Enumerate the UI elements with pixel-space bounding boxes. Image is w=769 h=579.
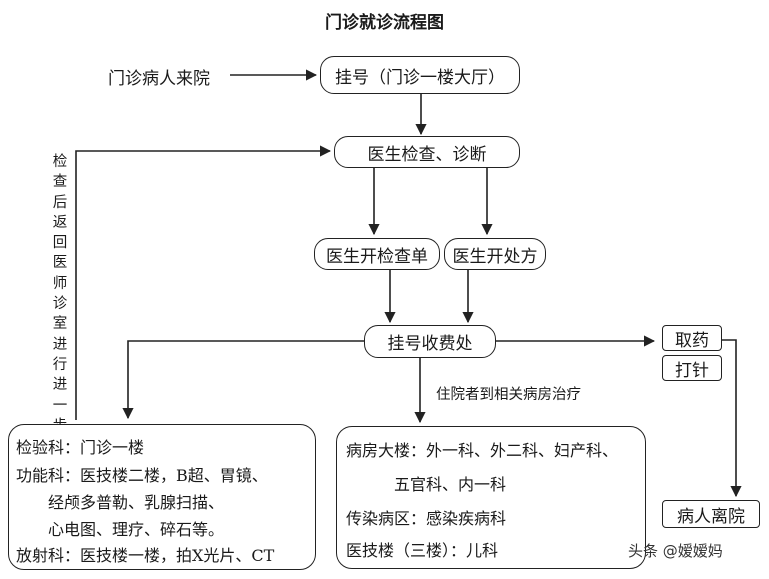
node-exam: 医生检查、诊断 xyxy=(334,136,520,168)
arrow-return-to-exam xyxy=(75,145,332,420)
dept-ward-building: 病房大楼：外一科、外二科、妇产科、 xyxy=(346,441,619,460)
dept-ward-building-cont: 五官科、内一科 xyxy=(394,475,507,494)
dept-radiology: 放射科：医技楼一楼，拍X光片、CT xyxy=(16,546,275,565)
return-note: 检查后返回医师诊室进行进一步诊断 xyxy=(52,154,68,474)
arrow-payment-to-lab xyxy=(122,340,365,420)
dept-function: 功能科：医技楼二楼，B超、胃镜、 xyxy=(16,466,268,485)
page-title: 门诊就诊流程图 xyxy=(325,13,444,33)
node-take-medicine: 取药 xyxy=(662,325,722,351)
watermark: 头条 @嫒嫒妈 xyxy=(628,542,723,560)
node-leave: 病人离院 xyxy=(662,500,760,528)
dept-pediatrics: 医技楼（三楼）：儿科 xyxy=(346,541,499,560)
node-register: 挂号（门诊一楼大厅） xyxy=(320,56,520,94)
node-order-tests: 医生开检查单 xyxy=(314,238,440,270)
dept-function-cont1: 经颅多普勒、乳腺扫描、 xyxy=(48,493,225,512)
dept-infectious: 传染病区：感染疾病科 xyxy=(346,509,507,528)
dept-function-cont2: 心电图、理疗、碎石等。 xyxy=(48,520,225,539)
node-arrive: 门诊病人来院 xyxy=(108,69,210,89)
departments-left-box: 检验科：门诊一楼 功能科：医技楼二楼，B超、胃镜、 经颅多普勒、乳腺扫描、 心电… xyxy=(8,424,316,570)
arrow-medicine-to-leave xyxy=(722,339,742,498)
node-payment: 挂号收费处 xyxy=(364,325,496,358)
departments-right-box: 病房大楼：外一科、外二科、妇产科、 五官科、内一科 传染病区：感染疾病科 医技楼… xyxy=(336,426,646,569)
node-injection: 打针 xyxy=(662,355,722,381)
inpatient-label: 住院者到相关病房治疗 xyxy=(436,387,581,403)
node-prescription: 医生开处方 xyxy=(444,238,546,270)
dept-lab: 检验科：门诊一楼 xyxy=(16,438,145,457)
